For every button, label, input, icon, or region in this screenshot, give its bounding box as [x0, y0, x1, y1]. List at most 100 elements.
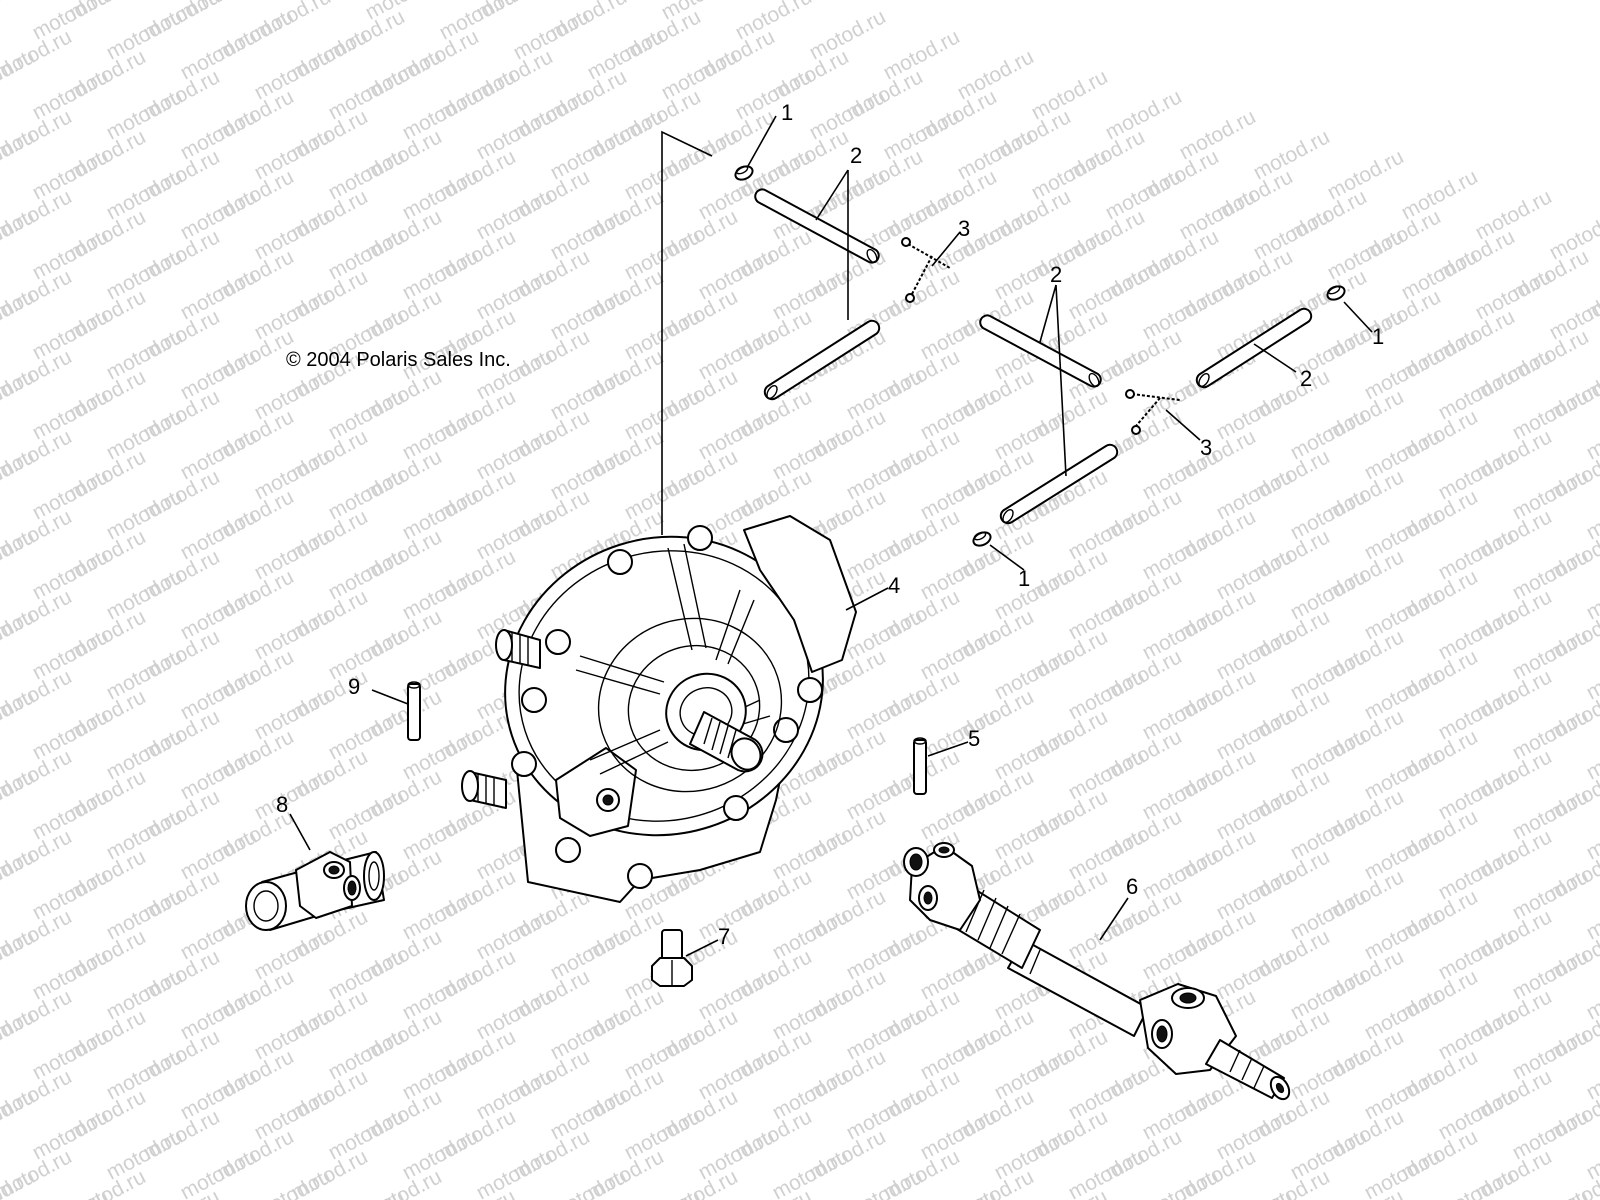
watermark-text: motod.ru — [1472, 265, 1556, 324]
watermark-text: motod.ru — [399, 965, 483, 1024]
watermark-text: motod.ru — [29, 145, 113, 204]
watermark-text: motod.ru — [29, 305, 113, 364]
watermark-text: motod.ru — [917, 1185, 1001, 1200]
watermark-text: motod.ru — [917, 785, 1001, 844]
watermark-text: motod.ru — [251, 765, 335, 824]
watermark-text: motod.ru — [1435, 1165, 1519, 1200]
watermark-text: motod.ru — [1361, 345, 1445, 404]
watermark-text: motod.ru — [843, 1085, 927, 1144]
watermark-text: motod.ru — [806, 85, 890, 144]
watermark-text: motod.ru — [1139, 1085, 1223, 1144]
watermark-text: motod.ru — [177, 745, 261, 804]
watermark-text: motod.ru — [29, 65, 113, 124]
watermark-text: motod.ru — [325, 65, 409, 124]
watermark-text: motod.ru — [399, 405, 483, 464]
watermark-text: motod.ru — [29, 1105, 113, 1164]
callout-4: 4 — [888, 573, 900, 598]
watermark-text: motod.ru — [0, 405, 2, 464]
watermark-text: motod.ru — [1435, 1085, 1519, 1144]
watermark-text: motod.ru — [1287, 485, 1371, 544]
watermark-text: motod.ru — [473, 425, 557, 484]
watermark-text: motod.ru — [103, 1125, 187, 1184]
watermark-text: motod.ru — [1065, 665, 1149, 724]
watermark-text: motod.ru — [547, 285, 631, 344]
watermark-text: motod.ru — [0, 485, 2, 544]
watermark-text: motod.ru — [325, 705, 409, 764]
copyright-text: © 2004 Polaris Sales Inc. — [286, 349, 511, 371]
watermark-text: motod.ru — [1213, 465, 1297, 524]
part-2-tube — [763, 319, 881, 401]
watermark-text: motod.ru — [1213, 1105, 1297, 1164]
watermark-text: motod.ru — [0, 1045, 2, 1104]
watermark-text: motod.ru — [1139, 1165, 1223, 1200]
watermark-text: motod.ru — [547, 125, 631, 184]
watermark-text: motod.ru — [843, 925, 927, 984]
watermark-text: motod.ru — [843, 685, 927, 744]
watermark-text: motod.ru — [843, 445, 927, 504]
watermark-text: motod.ru — [1213, 785, 1297, 844]
callout-7: 7 — [718, 924, 730, 949]
watermark-text: motod.ru — [1065, 505, 1149, 564]
watermark-text: motod.ru — [29, 705, 113, 764]
watermark-text: motod.ru — [954, 125, 1038, 184]
watermark-text: motod.ru — [177, 985, 261, 1044]
watermark-text: motod.ru — [510, 5, 594, 64]
watermark-text: motod.ru — [473, 505, 557, 564]
watermark-text: motod.ru — [103, 85, 187, 144]
watermark-text: motod.ru — [325, 1105, 409, 1164]
watermark-text: motod.ru — [103, 165, 187, 224]
watermark-text: motod.ru — [325, 1185, 409, 1200]
watermark-text: motod.ru — [399, 165, 483, 224]
watermark-text: motod.ru — [325, 945, 409, 1004]
watermark-text: motod.ru — [1213, 1185, 1297, 1200]
watermark-text: motod.ru — [251, 925, 335, 984]
watermark-text: motod.ru — [251, 525, 335, 584]
watermark-text: motod.ru — [473, 1065, 557, 1124]
watermark-text: motod.ru — [880, 105, 964, 164]
watermark-text: motod.ru — [917, 1105, 1001, 1164]
watermark-text: motod.ru — [769, 425, 853, 484]
watermark-text: motod.ru — [695, 325, 779, 384]
part-1-cap — [972, 531, 992, 547]
watermark-text: motod.ru — [177, 185, 261, 244]
watermark-text: motod.ru — [399, 485, 483, 544]
watermark-text: motod.ru — [103, 5, 187, 64]
watermark-text: motod.ru — [103, 725, 187, 784]
watermark-text: motod.ru — [1287, 565, 1371, 624]
watermark-text: motod.ru — [29, 865, 113, 924]
watermark-text: motod.ru — [103, 245, 187, 304]
watermark-text: motod.ru — [1250, 125, 1334, 184]
watermark-text: motod.ru — [1361, 745, 1445, 804]
watermark-text: motod.ru — [1065, 745, 1149, 804]
watermark-text: motod.ru — [1213, 705, 1297, 764]
watermark-text: motod.ru — [732, 65, 816, 124]
watermark-text: motod.ru — [1435, 445, 1519, 504]
watermark-text: motod.ru — [177, 425, 261, 484]
watermark-text: motod.ru — [769, 1065, 853, 1124]
watermark-text: motod.ru — [1361, 1145, 1445, 1200]
watermark-text: motod.ru — [695, 965, 779, 1024]
watermark-text: motod.ru — [547, 1085, 631, 1144]
watermark-text: motod.ru — [1065, 265, 1149, 324]
watermark-text: motod.ru — [1213, 385, 1297, 444]
watermark-text: motod.ru — [103, 885, 187, 944]
watermark-text: motod.ru — [806, 5, 890, 64]
watermark-text: motod.ru — [991, 725, 1075, 784]
watermark-text: motod.ru — [473, 905, 557, 964]
part-3-tee-fitting — [1125, 389, 1181, 435]
watermark-text: motod.ru — [103, 1045, 187, 1104]
watermark-text: motod.ru — [29, 1025, 113, 1084]
watermark-text: motod.ru — [399, 805, 483, 864]
watermark-text: motod.ru — [1065, 585, 1149, 644]
watermark-text: motod.ru — [325, 545, 409, 604]
assembly-leader-line — [661, 130, 713, 535]
watermark-text: motod.ru — [1287, 725, 1371, 784]
watermark-text: motod.ru — [29, 545, 113, 604]
watermark-text: motod.ru — [103, 805, 187, 864]
watermark-text: motod.ru — [177, 585, 261, 644]
watermark-text: motod.ru — [658, 45, 742, 104]
watermark-text: motod.ru — [991, 405, 1075, 464]
callout-3: 3 — [958, 216, 970, 241]
watermark-text: motod.ru — [1435, 685, 1519, 744]
